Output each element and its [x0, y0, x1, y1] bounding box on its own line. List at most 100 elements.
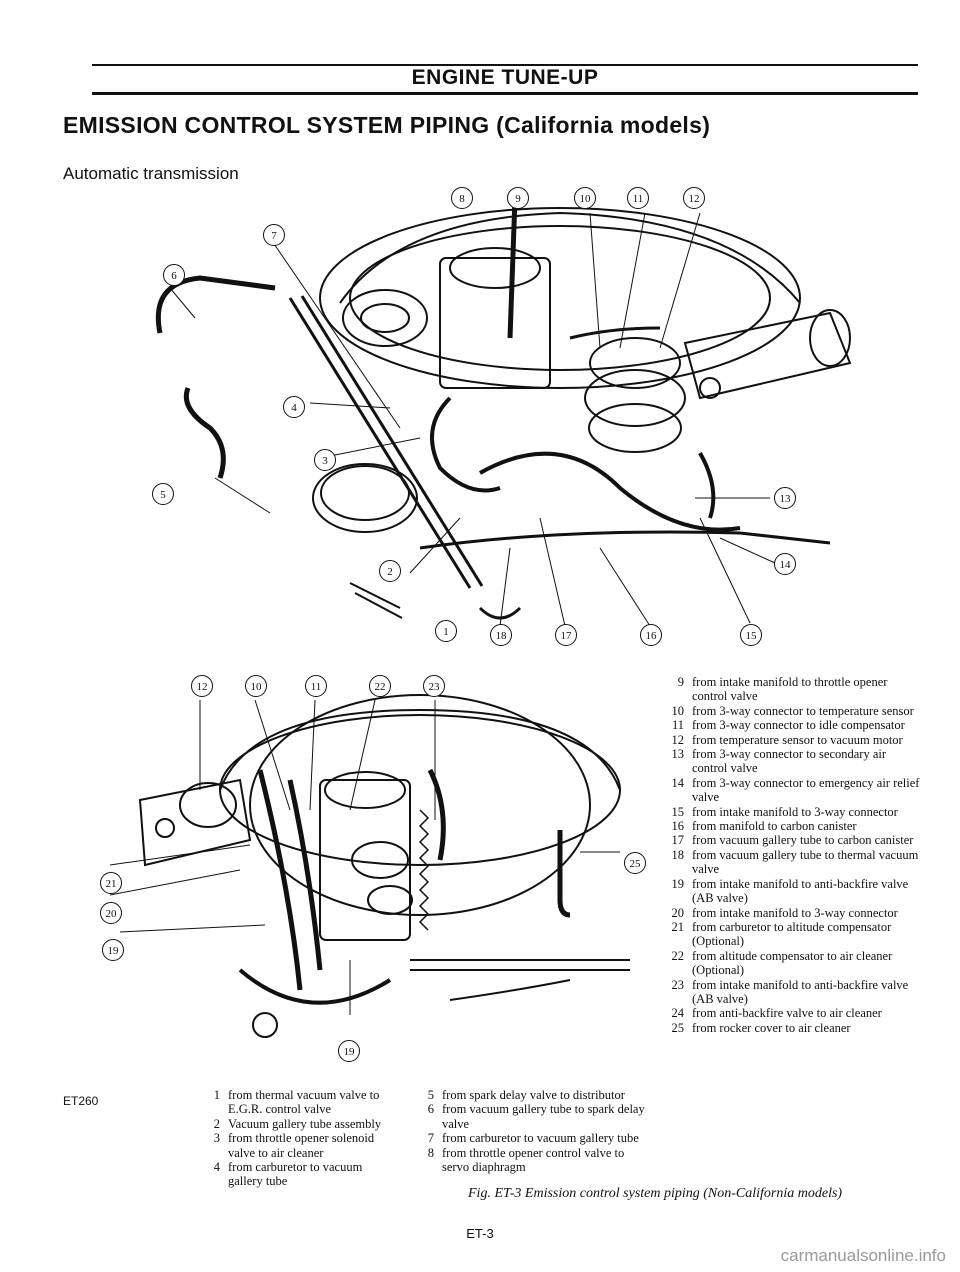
callout-top-11: 11: [627, 187, 649, 209]
top-engine-illustration: [140, 188, 920, 658]
legend-text: from thermal vacuum valve to E.G.R. cont…: [228, 1088, 380, 1117]
legend-num: 15: [671, 804, 685, 819]
callout-top-15: 15: [740, 624, 762, 646]
legend-num: 7: [427, 1131, 434, 1146]
callout-bottom-19: 19: [338, 1040, 360, 1062]
legend-num: 5: [427, 1088, 434, 1102]
legend-num: 1: [213, 1088, 220, 1102]
legend-num: 6: [427, 1102, 434, 1117]
callout-top-10: 10: [574, 187, 596, 209]
legend-item: 9 from intake manifold to throttle opener…: [664, 675, 922, 704]
callout-bottom-22: 21: [100, 872, 122, 894]
legend-text: from vacuum gallery tube to spark delay …: [442, 1102, 645, 1131]
callout-top-12: 12: [683, 187, 705, 209]
legend-text: from temperature sensor to vacuum motor: [692, 732, 903, 747]
legend-num: 16: [671, 819, 685, 834]
legend-item: 2 Vacuum gallery tube assembly: [200, 1117, 396, 1131]
legend-item: 14 from 3-way connector to emergency air …: [664, 776, 922, 805]
legend-item: 24 from anti-backfire valve to air cleane…: [664, 1006, 922, 1020]
legend-column-3: 9 from intake manifold to throttle opener…: [664, 675, 922, 1035]
callout-top-3: 3: [314, 449, 336, 471]
legend-num: 24: [671, 1006, 685, 1021]
legend-column-1: 1 from thermal vacuum valve to E.G.R. con…: [200, 1088, 396, 1189]
callout-top-1: 1: [435, 620, 457, 642]
legend-item: 12 from temperature sensor to vacuum moto…: [664, 733, 922, 747]
callout-bottom-21: 20: [100, 902, 122, 924]
legend-num: 20: [671, 905, 685, 920]
callout-bottom-10: 10: [245, 675, 267, 697]
legend-text: from anti-backfire valve to air cleaner: [692, 1006, 882, 1021]
callout-top-16: 16: [640, 624, 662, 646]
bottom-engine-illustration: [90, 670, 670, 1060]
legend-item: 20 from intake manifold to 3-way connecto…: [664, 906, 922, 920]
callout-bottom-24: 23: [423, 675, 445, 697]
legend-num: 9: [677, 675, 684, 689]
legend-item: 17 from vacuum gallery tube to carbon can…: [664, 833, 922, 847]
legend-num: 10: [671, 703, 685, 718]
legend-item: 1 from thermal vacuum valve to E.G.R. con…: [200, 1088, 396, 1117]
legend-num: 17: [671, 833, 685, 848]
legend-num: 13: [671, 747, 685, 762]
legend-item: 6 from vacuum gallery tube to spark delay…: [414, 1102, 652, 1131]
bottom-engine-drawing: [109, 694, 630, 1038]
legend-text: from vacuum gallery tube to carbon canis…: [692, 833, 914, 848]
legend-text: from intake manifold to 3-way connector: [692, 905, 898, 920]
subtitle: Automatic transmission: [63, 164, 239, 183]
legend-num: 8: [427, 1145, 434, 1160]
legend-item: 11 from 3-way connector to idle compensat…: [664, 718, 922, 732]
legend-num: 14: [671, 775, 685, 790]
legend-text: from 3-way connector to secondary air co…: [692, 747, 887, 776]
callout-top-7: 7: [263, 224, 285, 246]
callout-top-8: 8: [451, 187, 473, 209]
legend-item: 13 from 3-way connector to secondary air …: [664, 747, 922, 776]
legend-num: 25: [671, 1020, 685, 1035]
callout-top-2: 2: [379, 560, 401, 582]
legend-num: 21: [671, 919, 685, 934]
legend-text: from carburetor to vacuum gallery tube: [442, 1131, 639, 1146]
callout-bottom-25: 25: [624, 852, 646, 874]
legend-text: from throttle opener control valve to se…: [442, 1145, 625, 1175]
legend-text: from intake manifold to 3-way connector: [692, 804, 898, 819]
legend-text: from rocker cover to air cleaner: [692, 1020, 851, 1035]
legend-text: from intake manifold to anti-backfire va…: [692, 876, 909, 906]
callout-top-14: 14: [774, 553, 796, 575]
callout-top-17: 17: [555, 624, 577, 646]
header-rule-top: [92, 64, 918, 66]
legend-text: from intake manifold to throttle opener …: [692, 675, 888, 704]
legend-num: 12: [671, 732, 685, 747]
figure-caption: Fig. ET-3 Emission control system piping…: [468, 1186, 843, 1201]
legend-text: from 3-way connector to emergency air re…: [692, 775, 920, 805]
legend-text: from 3-way connector to temperature sens…: [692, 703, 914, 718]
callout-top-9: 9: [507, 187, 529, 209]
legend-num: 3: [213, 1131, 220, 1146]
header-title: ENGINE TUNE-UP: [411, 66, 599, 89]
legend-num: 2: [213, 1116, 220, 1131]
callout-bottom-12: 12: [191, 675, 213, 697]
callout-bottom-11: 11: [305, 675, 327, 697]
callout-top-5: 5: [152, 483, 174, 505]
legend-item: 15 from intake manifold to 3-way connecto…: [664, 805, 922, 819]
legend-item: 7 from carburetor to vacuum gallery tube: [414, 1131, 652, 1145]
legend-num: 11: [671, 718, 684, 733]
callout-bottom-23: 22: [369, 675, 391, 697]
callout-top-4: 4: [283, 396, 305, 418]
page-number: ET-3: [466, 1226, 494, 1241]
legend-text: from carburetor to vacuum gallery tube: [228, 1160, 363, 1189]
callout-top-13: 13: [774, 487, 796, 509]
legend-text: from altitude compensator to air cleaner…: [692, 948, 893, 978]
figure-code: ET260: [63, 1094, 99, 1108]
legend-text: Vacuum gallery tube assembly: [228, 1116, 382, 1131]
legend-text: from 3-way connector to idle compensator: [692, 718, 905, 733]
callout-top-18: 18: [490, 624, 512, 646]
legend-num: 23: [671, 977, 685, 992]
watermark: carmanualsonline.info: [780, 1246, 946, 1265]
section-title: EMISSION CONTROL SYSTEM PIPING (Californ…: [63, 112, 711, 138]
callout-top-6: 6: [163, 264, 185, 286]
